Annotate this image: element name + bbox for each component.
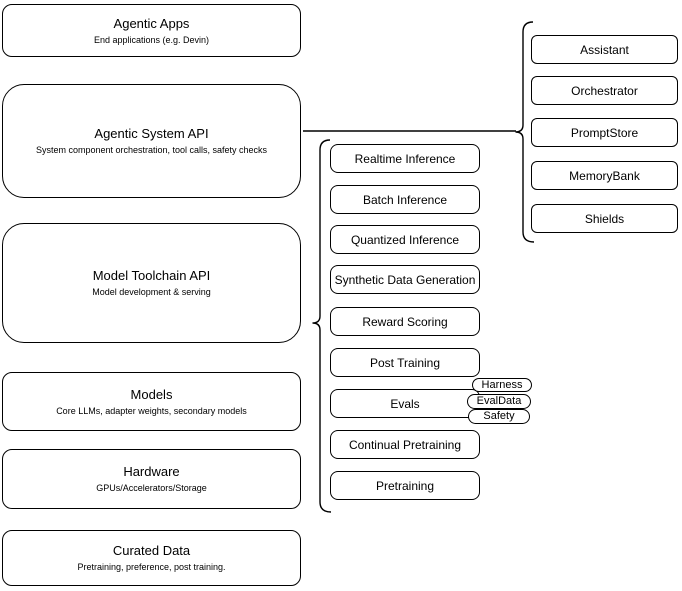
node-evals: Evals bbox=[330, 389, 480, 418]
node-label: Synthetic Data Generation bbox=[334, 272, 476, 287]
node-title: Curated Data bbox=[112, 543, 191, 558]
node-agentic-system-api: Agentic System API System component orch… bbox=[2, 84, 301, 198]
node-title: Agentic System API bbox=[94, 126, 209, 141]
node-shields: Shields bbox=[531, 204, 678, 233]
tag-label: Harness bbox=[481, 378, 523, 391]
node-batch-inference: Batch Inference bbox=[330, 185, 480, 214]
tag-evaldata: EvalData bbox=[467, 394, 531, 409]
node-models: Models Core LLMs, adapter weights, secon… bbox=[2, 372, 301, 431]
node-continual-pretraining: Continual Pretraining bbox=[330, 430, 480, 459]
node-label: PromptStore bbox=[570, 125, 639, 140]
node-label: Post Training bbox=[369, 355, 441, 370]
node-subtitle: End applications (e.g. Devin) bbox=[93, 34, 210, 45]
node-title: Model Toolchain API bbox=[92, 268, 211, 283]
tag-safety: Safety bbox=[468, 409, 530, 424]
node-title: Hardware bbox=[123, 464, 180, 479]
node-model-toolchain-api: Model Toolchain API Model development & … bbox=[2, 223, 301, 343]
tag-label: EvalData bbox=[476, 395, 522, 407]
node-agentic-apps: Agentic Apps End applications (e.g. Devi… bbox=[2, 4, 301, 57]
node-orchestrator: Orchestrator bbox=[531, 76, 678, 105]
node-subtitle: Core LLMs, adapter weights, secondary mo… bbox=[56, 405, 247, 416]
node-label: Quantized Inference bbox=[350, 232, 460, 247]
node-label: Pretraining bbox=[375, 478, 435, 493]
node-label: Realtime Inference bbox=[354, 151, 456, 166]
node-title: Agentic Apps bbox=[113, 15, 190, 31]
node-reward-scoring: Reward Scoring bbox=[330, 307, 480, 336]
node-label: Evals bbox=[390, 396, 420, 411]
node-memorybank: MemoryBank bbox=[531, 161, 678, 190]
node-realtime-inference: Realtime Inference bbox=[330, 144, 480, 173]
tag-label: Safety bbox=[483, 410, 515, 422]
node-quantized-inference: Quantized Inference bbox=[330, 225, 480, 254]
node-hardware: Hardware GPUs/Accelerators/Storage bbox=[2, 449, 301, 509]
node-label: Batch Inference bbox=[362, 192, 448, 207]
tag-harness: Harness bbox=[472, 378, 532, 392]
node-subtitle: GPUs/Accelerators/Storage bbox=[96, 483, 207, 493]
node-label: MemoryBank bbox=[569, 168, 640, 183]
node-label: Reward Scoring bbox=[362, 314, 448, 329]
node-subtitle: Pretraining, preference, post training. bbox=[77, 562, 226, 572]
node-label: Assistant bbox=[580, 42, 629, 57]
node-label: Orchestrator bbox=[571, 83, 638, 98]
node-pretraining: Pretraining bbox=[330, 471, 480, 500]
node-promptstore: PromptStore bbox=[531, 118, 678, 147]
node-label: Continual Pretraining bbox=[348, 437, 462, 452]
node-subtitle: System component orchestration, tool cal… bbox=[35, 145, 268, 155]
node-synthetic-data-generation: Synthetic Data Generation bbox=[330, 265, 480, 294]
node-post-training: Post Training bbox=[330, 348, 480, 377]
node-subtitle: Model development & serving bbox=[92, 287, 211, 297]
node-curated-data: Curated Data Pretraining, preference, po… bbox=[2, 530, 301, 586]
toolchain-bracket bbox=[312, 139, 332, 513]
node-label: Shields bbox=[584, 211, 625, 226]
node-assistant: Assistant bbox=[531, 35, 678, 64]
node-title: Models bbox=[130, 386, 173, 402]
